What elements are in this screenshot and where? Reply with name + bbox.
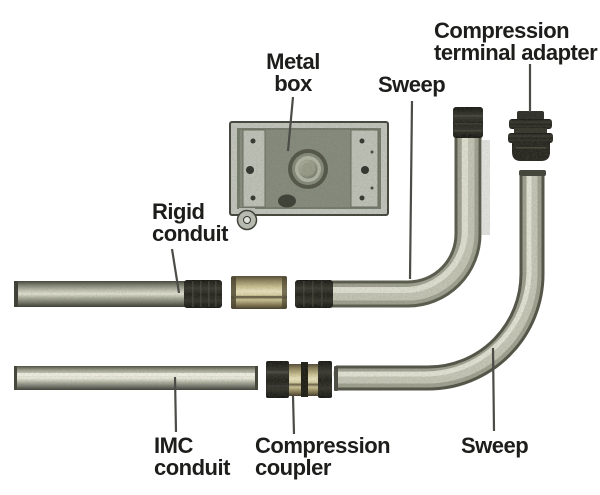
sweep-bottom-leader bbox=[491, 347, 496, 432]
compression-coupler-leader bbox=[291, 395, 296, 435]
label-sweep-bottom: Sweep bbox=[461, 433, 529, 458]
label-imc-line2: conduit bbox=[154, 455, 230, 480]
parts-layer bbox=[14, 107, 553, 398]
label-metal-box-line1: Metal bbox=[266, 49, 320, 74]
sweep-elbow-top bbox=[295, 107, 490, 308]
sweep-elbow-bottom bbox=[333, 170, 546, 391]
metal-box-leader bbox=[286, 96, 295, 152]
label-sweep-bottom-text: Sweep bbox=[461, 433, 529, 458]
label-rigid-line1: Rigid bbox=[152, 199, 205, 224]
label-rigid-line2: conduit bbox=[152, 221, 228, 246]
label-coupler-line2: coupler bbox=[255, 455, 331, 480]
label-coupler-line1: Compression bbox=[255, 433, 391, 458]
label-cta-line2: terminal adapter bbox=[434, 40, 598, 65]
label-cta-line1: Compression bbox=[434, 18, 570, 43]
sweep-top-leader bbox=[408, 100, 414, 280]
metal-box-part bbox=[229, 121, 389, 231]
label-rigid-conduit: Rigid conduit bbox=[152, 201, 228, 245]
imc-conduit-leader bbox=[173, 376, 178, 433]
rigid-conduit-pipe bbox=[14, 280, 222, 308]
leader-lines bbox=[170, 64, 532, 435]
label-sweep-top-text: Sweep bbox=[378, 72, 446, 97]
label-metal-box: Metal box bbox=[259, 51, 327, 95]
label-compression-terminal-adapter: Compression terminal adapter bbox=[434, 18, 598, 65]
label-sweep-top: Sweep bbox=[378, 72, 446, 97]
imc-conduit-pipe bbox=[14, 366, 258, 390]
compression-coupler-fitting bbox=[266, 361, 332, 398]
conduit-coupling bbox=[231, 276, 287, 309]
rigid-conduit-leader bbox=[170, 248, 181, 294]
label-metal-box-line2: box bbox=[274, 71, 312, 96]
label-imc-conduit: IMC conduit bbox=[154, 435, 230, 479]
label-compression-coupler: Compression coupler bbox=[255, 433, 391, 480]
terminal-adapter-fitting bbox=[508, 111, 553, 161]
label-imc-line1: IMC bbox=[154, 433, 193, 458]
